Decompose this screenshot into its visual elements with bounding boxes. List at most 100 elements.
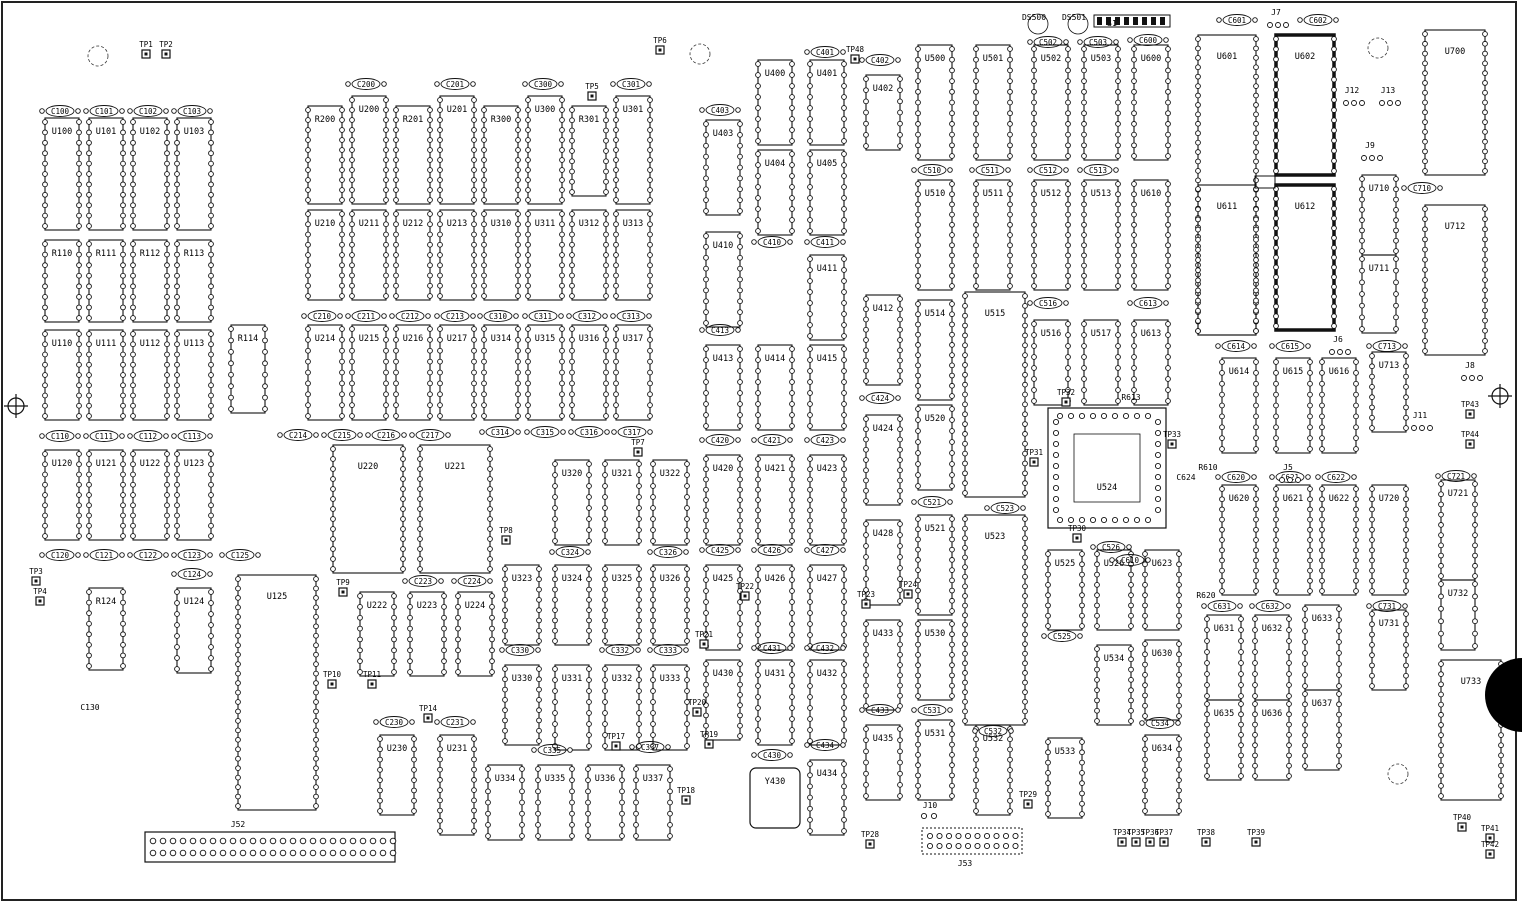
pin-pad <box>949 741 955 748</box>
pin-pad <box>86 171 92 177</box>
pin-pad <box>807 476 813 483</box>
pin-pad <box>1154 429 1162 437</box>
pin-pad <box>1369 516 1375 523</box>
pin-pad <box>897 521 903 527</box>
chip-body <box>1096 549 1132 631</box>
pin-pad <box>1142 561 1148 568</box>
pin-pad <box>130 461 136 468</box>
pin-pad <box>897 76 903 82</box>
tp-center <box>1204 840 1208 844</box>
pin-pad <box>349 157 355 163</box>
pin-pad <box>684 710 690 716</box>
pin-pad <box>120 150 126 157</box>
pin-pad <box>807 357 813 363</box>
pin-pad <box>1252 660 1258 666</box>
chip-label: U431 <box>765 669 785 679</box>
capacitor-c301: C301 <box>610 78 652 90</box>
pin-pad <box>485 788 491 795</box>
cap-pad <box>1237 603 1243 609</box>
pin-pad <box>647 107 653 113</box>
pin-pad <box>962 689 968 695</box>
pin-pad <box>235 585 241 592</box>
pin-pad <box>164 533 170 539</box>
header-pin <box>199 837 207 845</box>
pin-pad <box>1359 291 1365 297</box>
pin-pad <box>915 693 921 699</box>
pin-pad <box>471 127 477 133</box>
pin-pad <box>1472 581 1478 587</box>
pin-pad <box>1253 257 1259 263</box>
cap-pad <box>1269 343 1275 349</box>
tp-center <box>743 594 747 598</box>
pin-pad <box>1094 592 1100 598</box>
pin-pad <box>841 661 847 667</box>
pin-pad <box>1253 328 1259 334</box>
pin-pad <box>1403 662 1409 669</box>
pin-pad <box>489 647 495 654</box>
pin-pad <box>1045 739 1051 745</box>
pin-pad <box>1022 312 1028 319</box>
pin-pad <box>481 197 487 203</box>
chip-body <box>359 591 395 677</box>
capacitor-c120: C120 <box>39 549 81 561</box>
pin-pad <box>1273 577 1279 584</box>
header-pin <box>309 849 317 857</box>
pin-pad <box>737 712 743 719</box>
pin-pad <box>349 402 355 408</box>
pin-pad <box>650 483 656 489</box>
header-pin <box>269 837 277 845</box>
pin-pad <box>120 620 126 627</box>
chip-u112: U112 <box>130 329 170 421</box>
chip-label: Y430 <box>765 777 785 787</box>
pin-pad <box>525 282 531 289</box>
pin-pad <box>208 492 214 498</box>
pin-pad <box>585 833 591 839</box>
pin-pad <box>915 131 921 138</box>
pin-pad <box>515 241 521 248</box>
pin-pad <box>841 599 847 605</box>
chip-body <box>809 59 845 146</box>
pin-pad <box>1045 582 1051 588</box>
pin-pad <box>1022 641 1028 647</box>
pin-pad <box>487 466 493 472</box>
pin-pad <box>613 326 619 332</box>
pin-pad <box>208 283 214 290</box>
pin-pad <box>164 119 170 125</box>
pin-pad <box>437 293 443 299</box>
pin-pad <box>915 557 921 563</box>
pin-pad <box>789 610 795 616</box>
header-pin <box>279 849 287 857</box>
pin-pad <box>1219 588 1225 594</box>
pin-pad <box>1331 244 1337 251</box>
pin-pad <box>86 139 92 146</box>
pin-pad <box>1331 137 1337 144</box>
pin-pad <box>613 117 619 123</box>
pin-pad <box>76 413 82 419</box>
pin-pad <box>1482 256 1488 263</box>
pin-pad <box>1128 718 1134 724</box>
pin-pad <box>485 833 491 839</box>
pin-pad <box>789 346 795 352</box>
pin-pad <box>1165 78 1171 84</box>
pin-pad <box>164 392 170 399</box>
chip-label: U123 <box>184 459 204 469</box>
pin-pad <box>1165 387 1171 393</box>
chip-label: U313 <box>623 219 643 229</box>
pin-pad <box>411 777 417 783</box>
pin-pad <box>1052 451 1060 459</box>
cap-label: C201 <box>446 80 464 89</box>
pin-pad <box>863 662 869 668</box>
capacitor-c710: C710 <box>1401 182 1443 194</box>
capacitor-c316: C316 <box>568 426 610 438</box>
pin-pad <box>86 589 92 595</box>
pin-pad <box>841 401 847 407</box>
header-pin <box>936 832 943 840</box>
pin-pad <box>613 282 619 289</box>
pin-pad <box>235 661 241 667</box>
pin-pad <box>863 726 869 732</box>
chip-label: U421 <box>765 464 785 474</box>
pin-pad <box>1307 370 1313 376</box>
pin-pad <box>1369 363 1375 370</box>
pin-pad <box>313 661 319 667</box>
pin-pad <box>613 107 619 113</box>
